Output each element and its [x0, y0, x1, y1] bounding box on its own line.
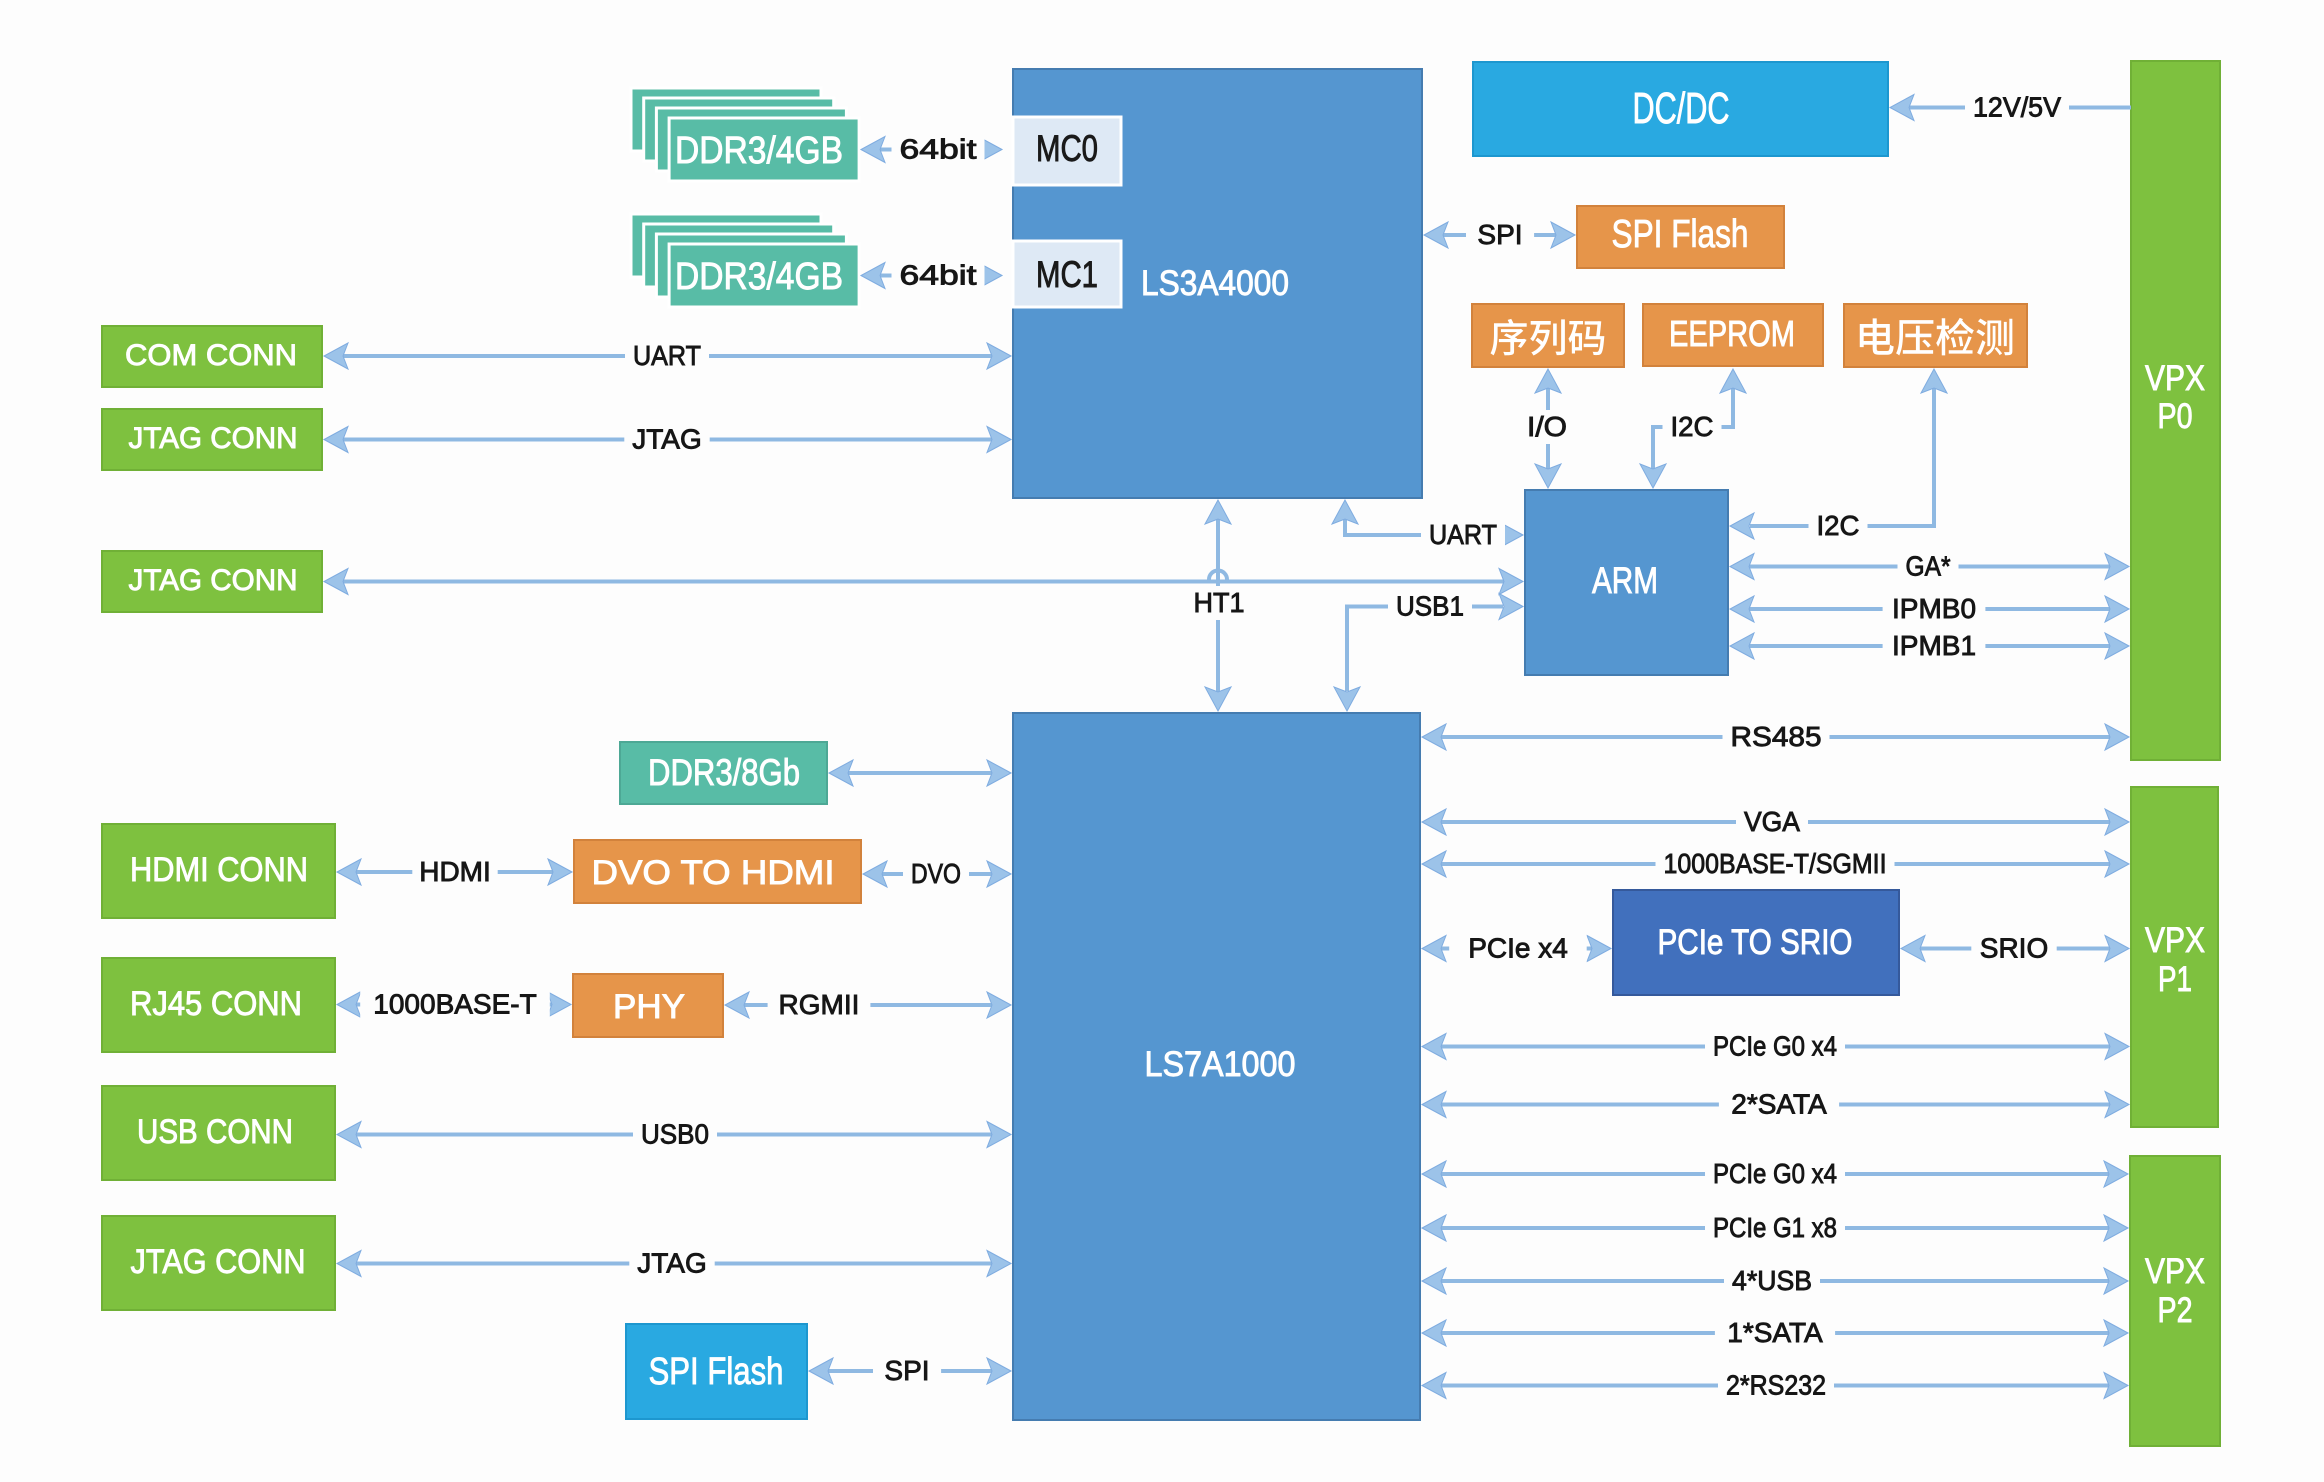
svg-text:2*SATA: 2*SATA [1731, 1089, 1827, 1120]
svg-text:SRIO: SRIO [1980, 933, 2048, 964]
svg-text:ARM: ARM [1592, 560, 1658, 601]
svg-text:VGA: VGA [1744, 806, 1800, 837]
svg-text:1000BASE-T: 1000BASE-T [373, 989, 536, 1020]
svg-text:SPI Flash: SPI Flash [1612, 213, 1749, 256]
svg-text:SPI: SPI [884, 1355, 929, 1386]
svg-text:2*RS232: 2*RS232 [1726, 1370, 1826, 1401]
svg-text:DC/DC: DC/DC [1633, 84, 1730, 133]
svg-text:PCIe x4: PCIe x4 [1468, 933, 1568, 964]
svg-text:LS3A4000: LS3A4000 [1141, 264, 1289, 303]
svg-text:USB0: USB0 [641, 1119, 709, 1150]
svg-text:I/O: I/O [1527, 411, 1567, 442]
svg-text:DVO TO HDMI: DVO TO HDMI [592, 854, 835, 892]
svg-text:P2: P2 [2158, 1291, 2193, 1330]
svg-text:USB CONN: USB CONN [137, 1113, 293, 1151]
svg-text:4*USB: 4*USB [1732, 1265, 1812, 1296]
svg-text:DDR3/4GB: DDR3/4GB [675, 130, 843, 172]
svg-text:GA*: GA* [1906, 551, 1951, 582]
svg-text:UART: UART [1429, 519, 1497, 550]
svg-text:COM CONN: COM CONN [125, 339, 297, 372]
svg-text:I2C: I2C [1671, 411, 1714, 442]
svg-text:PHY: PHY [613, 988, 685, 1026]
svg-text:64bit: 64bit [900, 134, 977, 165]
svg-text:PCIe G0 x4: PCIe G0 x4 [1713, 1158, 1837, 1189]
svg-text:PCIe G1 x8: PCIe G1 x8 [1713, 1212, 1837, 1243]
svg-text:SPI: SPI [1477, 219, 1522, 250]
svg-text:12V/5V: 12V/5V [1973, 92, 2061, 123]
svg-text:1*SATA: 1*SATA [1727, 1317, 1823, 1348]
svg-text:RGMII: RGMII [779, 989, 860, 1020]
svg-text:USB1: USB1 [1396, 591, 1464, 622]
svg-text:JTAG: JTAG [637, 1248, 706, 1279]
svg-text:HDMI: HDMI [419, 856, 491, 887]
svg-text:VPX: VPX [2145, 921, 2205, 960]
svg-text:P1: P1 [2158, 960, 2192, 999]
svg-text:PCIe G0 x4: PCIe G0 x4 [1713, 1031, 1837, 1062]
svg-text:UART: UART [633, 340, 701, 371]
svg-text:HDMI CONN: HDMI CONN [130, 851, 308, 889]
svg-text:JTAG CONN: JTAG CONN [131, 1243, 306, 1281]
svg-text:MC1: MC1 [1036, 254, 1098, 295]
svg-text:LS7A1000: LS7A1000 [1145, 1045, 1296, 1084]
svg-text:IPMB1: IPMB1 [1892, 630, 1976, 661]
svg-text:VPX: VPX [2145, 1252, 2205, 1291]
svg-text:JTAG CONN: JTAG CONN [129, 564, 298, 597]
svg-text:SPI Flash: SPI Flash [649, 1351, 784, 1393]
svg-text:64bit: 64bit [900, 260, 977, 291]
svg-text:MC0: MC0 [1036, 128, 1098, 169]
svg-text:JTAG: JTAG [632, 424, 701, 455]
svg-text:IPMB0: IPMB0 [1892, 593, 1976, 624]
svg-text:I2C: I2C [1817, 510, 1860, 541]
svg-text:JTAG CONN: JTAG CONN [129, 422, 298, 455]
svg-text:VPX: VPX [2145, 359, 2205, 398]
svg-text:DVO: DVO [911, 858, 961, 889]
svg-text:1000BASE-T/SGMII: 1000BASE-T/SGMII [1664, 848, 1887, 879]
svg-text:DDR3/4GB: DDR3/4GB [675, 256, 843, 298]
svg-text:RS485: RS485 [1731, 721, 1822, 752]
svg-text:P0: P0 [2158, 397, 2193, 436]
svg-text:EEPROM: EEPROM [1669, 313, 1795, 354]
svg-text:HT1: HT1 [1194, 587, 1245, 618]
svg-text:DDR3/8Gb: DDR3/8Gb [648, 752, 800, 793]
svg-text:RJ45 CONN: RJ45 CONN [130, 985, 302, 1023]
svg-text:PCIe TO SRIO: PCIe TO SRIO [1658, 923, 1853, 962]
